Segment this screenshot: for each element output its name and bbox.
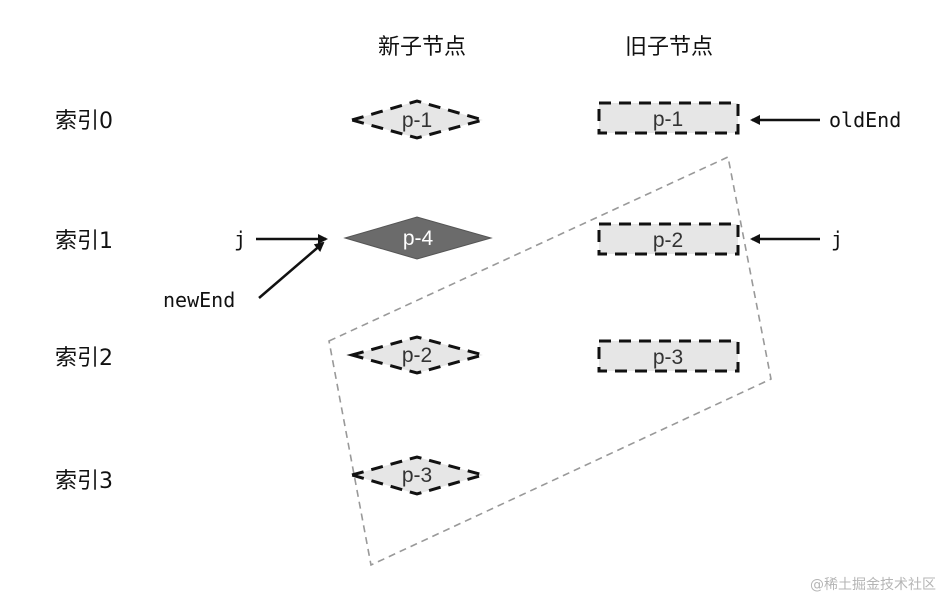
new-children-header: 新子节点 xyxy=(378,35,466,60)
new-end-label: newEnd xyxy=(163,288,235,312)
new-node-p-3-label: p-3 xyxy=(402,464,432,487)
old-children-header: 旧子节点 xyxy=(625,35,713,60)
old-node-p-1-label: p-1 xyxy=(653,108,683,131)
old-end-label: oldEnd xyxy=(829,108,901,132)
watermark: @稀土掘金技术社区 xyxy=(810,577,936,593)
new-j-label: j xyxy=(234,227,246,251)
old-node-p-3-label: p-3 xyxy=(653,346,683,369)
old-node-p-2: p-2 xyxy=(597,222,740,256)
new-node-p-3: p-3 xyxy=(346,455,489,496)
pending-range-outline xyxy=(328,155,772,567)
old-j-label: j xyxy=(831,227,843,251)
new-end-arrow xyxy=(258,241,325,299)
old-node-p-2-label: p-2 xyxy=(653,229,683,252)
old-node-p-1: p-1 xyxy=(597,101,740,135)
old-node-p-3: p-3 xyxy=(597,339,740,373)
row-label-index-3: 索引3 xyxy=(55,469,113,494)
new-node-p-4: p-4 xyxy=(343,216,493,260)
new-node-p-1: p-1 xyxy=(346,99,489,140)
row-label-index-2: 索引2 xyxy=(55,346,113,371)
new-node-p-2: p-2 xyxy=(346,335,489,375)
new-node-p-2-label: p-2 xyxy=(402,344,432,367)
new-node-p-1-label: p-1 xyxy=(402,109,432,132)
row-label-index-0: 索引0 xyxy=(55,109,113,134)
new-node-p-4-label: p-4 xyxy=(403,227,434,250)
row-label-index-1: 索引1 xyxy=(55,229,113,254)
